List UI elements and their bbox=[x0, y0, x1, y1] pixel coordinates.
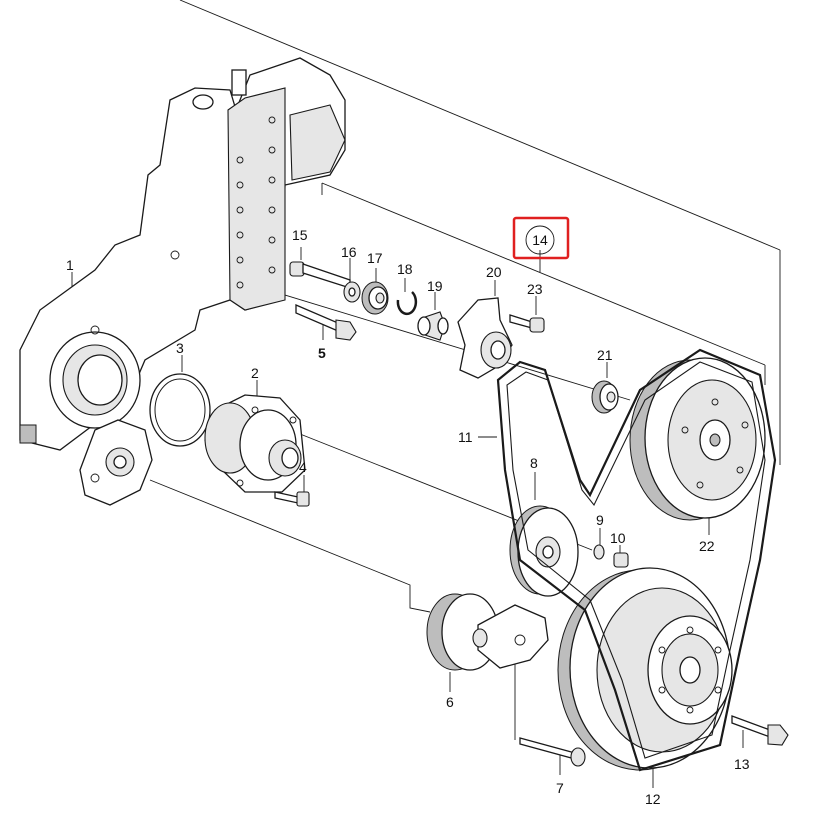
callout-1: 1 bbox=[66, 257, 74, 273]
part-21-idler-pulley bbox=[591, 380, 619, 414]
callout-11: 11 bbox=[458, 429, 473, 445]
callout-19: 19 bbox=[427, 278, 443, 294]
part-10-nut bbox=[613, 552, 629, 568]
callout-18: 18 bbox=[397, 261, 413, 277]
part-19-spacer bbox=[417, 311, 449, 341]
callout-13: 13 bbox=[734, 756, 750, 772]
part-13-bolt bbox=[731, 715, 789, 746]
callout-23: 23 bbox=[527, 281, 543, 297]
callout-14: 14 bbox=[532, 232, 548, 248]
callout-15: 15 bbox=[292, 227, 308, 243]
callout-17: 17 bbox=[367, 250, 383, 266]
callout-14-circle bbox=[525, 225, 555, 255]
callout-labels: 1 2 3 4 5 6 7 8 9 10 11 12 13 15 16 17 1… bbox=[66, 227, 750, 807]
callout-5: 5 bbox=[318, 345, 326, 361]
part-15-bolt bbox=[289, 261, 351, 289]
callout-10: 10 bbox=[610, 530, 626, 546]
callout-14-highlight[interactable]: 14 bbox=[512, 216, 570, 260]
part-5-bolt bbox=[295, 304, 357, 341]
part-6-tensioner bbox=[426, 593, 549, 671]
part-1-timing-cover bbox=[19, 57, 346, 451]
part-12-crank-pulley bbox=[557, 567, 733, 771]
part-16-washer bbox=[343, 281, 361, 303]
part-3-o-ring bbox=[149, 373, 211, 447]
frame-lines bbox=[179, 0, 781, 465]
part-11-belt bbox=[496, 348, 777, 772]
callout-16: 16 bbox=[341, 244, 357, 260]
part-22-fan-pulley bbox=[629, 357, 766, 521]
callout-20: 20 bbox=[486, 264, 502, 280]
callout-6: 6 bbox=[446, 694, 454, 710]
bracket bbox=[79, 419, 153, 506]
highlight-box bbox=[512, 216, 570, 260]
part-2-water-pump bbox=[204, 394, 306, 493]
callout-21: 21 bbox=[597, 347, 613, 363]
callout-12: 12 bbox=[645, 791, 661, 807]
callout-8: 8 bbox=[530, 455, 538, 471]
callout-4: 4 bbox=[299, 459, 307, 475]
part-7-bolt bbox=[519, 737, 586, 767]
part-18-circlip bbox=[396, 291, 418, 316]
part-17-bearing bbox=[361, 281, 389, 315]
callout-7: 7 bbox=[556, 780, 564, 796]
callout-2: 2 bbox=[251, 365, 259, 381]
part-20-idler-bracket bbox=[457, 297, 513, 379]
part-23-bolt bbox=[509, 314, 545, 333]
callout-9: 9 bbox=[596, 512, 604, 528]
part-9-washer bbox=[593, 544, 605, 560]
part-4-bolt bbox=[274, 491, 310, 507]
callout-3: 3 bbox=[176, 340, 184, 356]
callout-22: 22 bbox=[699, 538, 715, 554]
